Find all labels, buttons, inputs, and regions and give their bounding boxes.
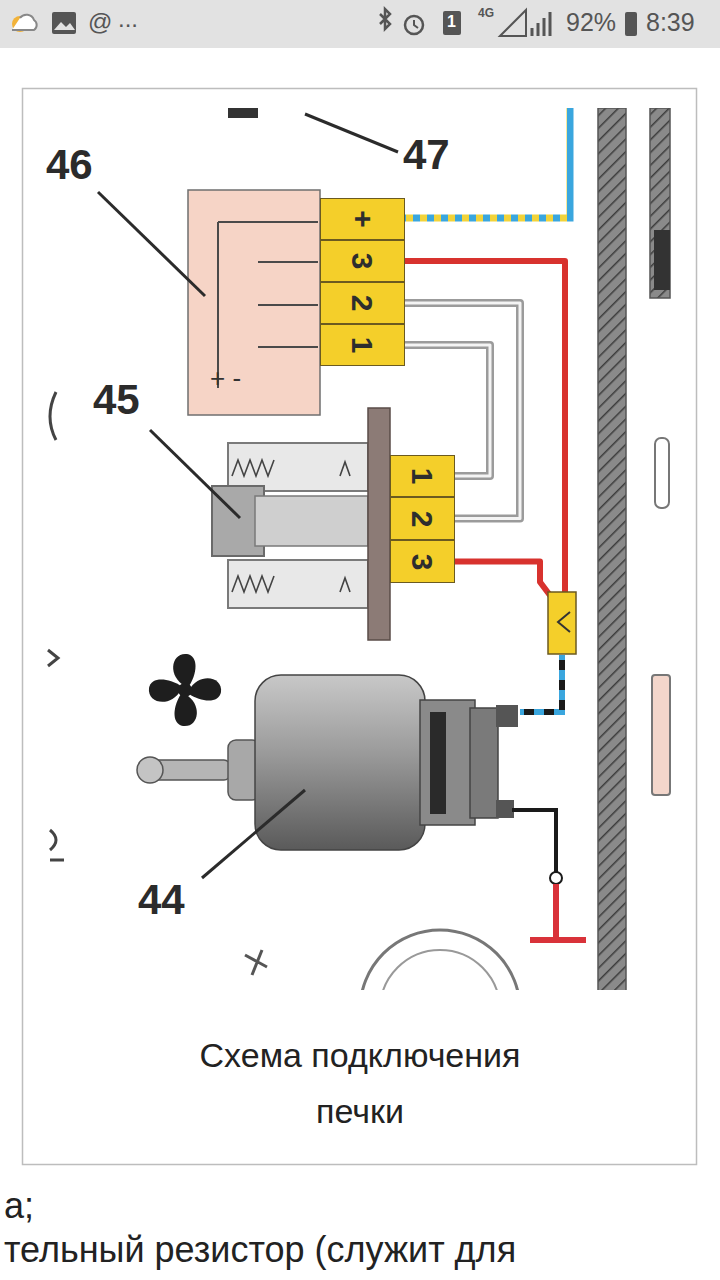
callout-number: 47 bbox=[403, 132, 450, 178]
partial-part bbox=[50, 392, 56, 440]
partial-gauge bbox=[360, 930, 520, 990]
panel-part bbox=[655, 438, 669, 508]
page-text: тельный резистор (служит для bbox=[4, 1230, 516, 1270]
resistor-body bbox=[255, 496, 368, 546]
status-icons bbox=[54, 22, 75, 30]
pin-number: 2 bbox=[348, 295, 378, 312]
pin-terminal: + bbox=[320, 198, 405, 240]
switch-body bbox=[188, 190, 320, 415]
pin-number: 1 bbox=[408, 468, 438, 485]
pin-terminal: 2 bbox=[390, 497, 455, 540]
status-network: 4G bbox=[478, 7, 494, 20]
resistor-spiral bbox=[340, 462, 350, 592]
status-icons bbox=[12, 9, 637, 36]
status-battery: 92% bbox=[566, 9, 616, 37]
card-frame bbox=[23, 89, 697, 1165]
wire-connector bbox=[548, 592, 576, 654]
resistor-plate bbox=[368, 408, 390, 640]
ground-wire bbox=[550, 872, 562, 884]
callout-number: 44 bbox=[138, 877, 185, 923]
leader-line bbox=[305, 114, 398, 152]
status-clock: 8:39 bbox=[646, 9, 695, 37]
status-icons bbox=[414, 20, 418, 28]
pin-number: 3 bbox=[348, 253, 378, 270]
partial-part bbox=[228, 108, 258, 118]
fan-motor bbox=[255, 675, 425, 850]
ground-wire bbox=[512, 810, 556, 872]
fan-symbol bbox=[149, 680, 181, 702]
status-icons bbox=[380, 9, 390, 29]
status-text: ... bbox=[118, 6, 138, 32]
fan-symbol bbox=[189, 678, 221, 700]
partial-part bbox=[48, 650, 58, 666]
fan-symbol bbox=[173, 654, 195, 686]
diagram-image bbox=[48, 108, 670, 990]
fan-motor bbox=[496, 800, 514, 818]
fan-symbol bbox=[149, 654, 221, 726]
leader-line bbox=[150, 430, 240, 518]
partial-gauge bbox=[380, 950, 500, 990]
motor-wire bbox=[520, 660, 562, 712]
status-bar bbox=[0, 0, 720, 48]
partial-part bbox=[245, 950, 267, 975]
resistor-spiral bbox=[232, 576, 274, 592]
pin-terminal: 1 bbox=[320, 324, 405, 366]
fan-motor bbox=[137, 757, 163, 783]
leader-line bbox=[98, 192, 205, 296]
polarity-mark: + - bbox=[210, 364, 241, 393]
ground-symbol bbox=[530, 884, 586, 940]
pin-terminal: 2 bbox=[320, 282, 405, 324]
pin-number: 1 bbox=[348, 337, 378, 354]
pin-number: + bbox=[348, 210, 378, 228]
fan-motor bbox=[420, 700, 475, 825]
fan-motor bbox=[430, 712, 446, 814]
fan-motor bbox=[496, 705, 518, 727]
status-icons bbox=[443, 11, 461, 35]
panel-part bbox=[652, 675, 670, 795]
partial-part bbox=[50, 830, 64, 860]
status-icons bbox=[532, 12, 550, 36]
resistor-spiral bbox=[232, 460, 274, 476]
status-sim: 1 bbox=[447, 13, 456, 31]
callout-number: 45 bbox=[93, 377, 140, 423]
panel-part bbox=[654, 230, 670, 290]
status-icon: @ bbox=[88, 9, 112, 35]
resistor-body bbox=[212, 408, 390, 640]
page-text: а; bbox=[4, 1186, 34, 1226]
fan-motor bbox=[137, 675, 518, 850]
leader-line bbox=[202, 790, 305, 878]
status-icons bbox=[405, 16, 423, 34]
pin-terminal: 3 bbox=[320, 240, 405, 282]
body-panel bbox=[650, 108, 670, 298]
body-panel bbox=[598, 108, 626, 990]
pin-number: 2 bbox=[408, 510, 438, 527]
figure-caption: Схема подключения печки bbox=[160, 1027, 560, 1139]
wire-connector bbox=[558, 612, 570, 632]
pin-terminal: 3 bbox=[390, 540, 455, 583]
pin-terminal: 1 bbox=[390, 455, 455, 497]
fan-motor bbox=[470, 708, 498, 818]
status-icons bbox=[52, 12, 76, 34]
motor-wire bbox=[520, 655, 562, 712]
pin-number: 3 bbox=[408, 553, 438, 570]
status-icons bbox=[12, 15, 37, 30]
status-icons bbox=[625, 12, 637, 36]
callout-number: 46 bbox=[46, 142, 93, 188]
status-icons bbox=[500, 10, 526, 36]
fan-symbol bbox=[175, 694, 197, 726]
